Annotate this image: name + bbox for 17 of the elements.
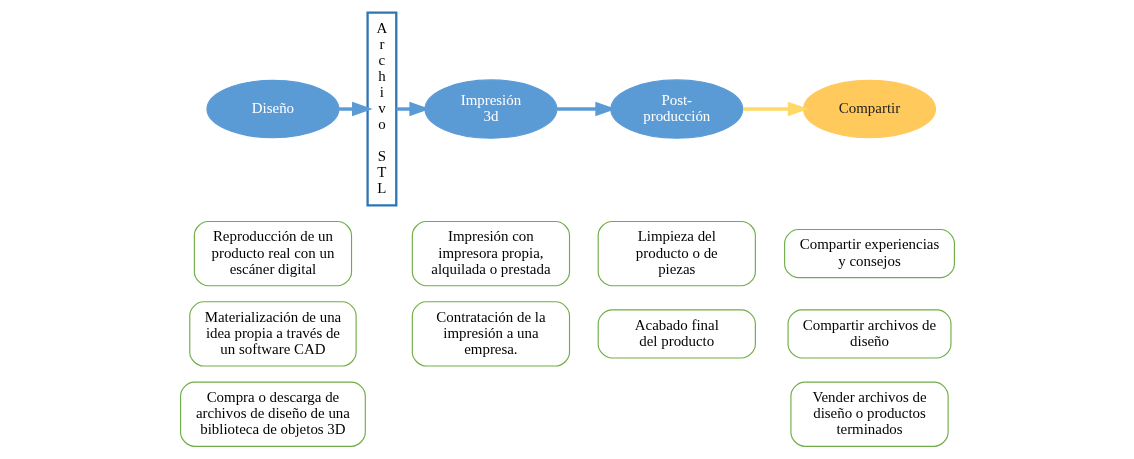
node-ellipse: Diseño xyxy=(205,79,339,139)
node-ellipse: Impresión 3d xyxy=(423,79,557,139)
node-ellipse: Post-producción xyxy=(609,79,743,139)
node-box: Impresión con impresora propia, alquilada o prestada xyxy=(411,220,570,287)
node-box: Limpieza del producto o de piezas xyxy=(597,220,756,287)
arrow xyxy=(742,101,808,117)
node-box: Compra o descarga de archivos de diseño de una biblioteca de objetos 3D xyxy=(179,381,366,447)
node-box: Reproducción de un producto real con un escáner digital xyxy=(193,220,352,287)
node-box: Materialización de una idea propia a través de un software CAD xyxy=(188,301,357,367)
arrow xyxy=(338,101,373,117)
node-box: Archivo STL xyxy=(365,11,397,207)
node-box: Compartir archivos de diseño xyxy=(787,309,952,359)
node-ellipse: Compartir xyxy=(802,79,936,139)
node-box: Contratación de la impresión a una empresa. xyxy=(411,301,570,367)
node-box: Acabado final del producto xyxy=(597,309,756,359)
node-box: Compartir experiencias y consejos xyxy=(783,228,955,279)
node-box: Vender archivos de diseño o productos terminados xyxy=(789,381,949,447)
